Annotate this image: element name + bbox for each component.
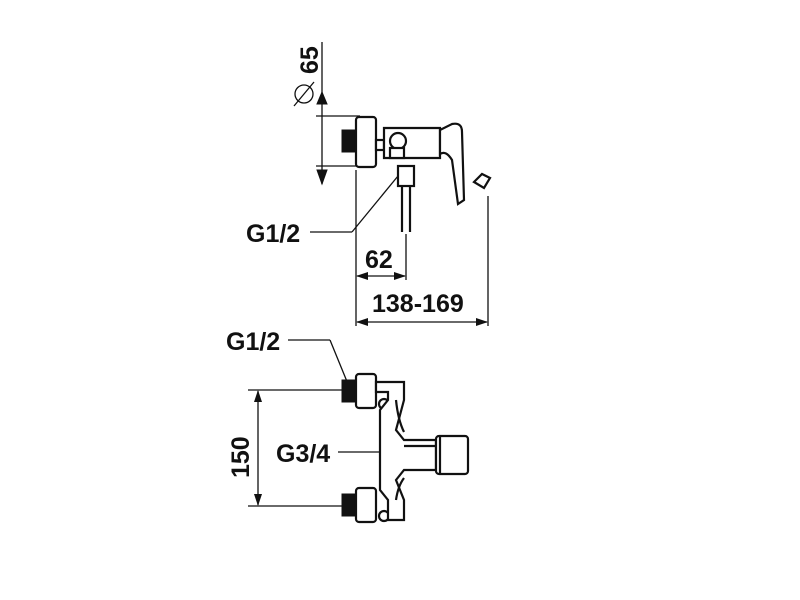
diameter-arrow-top [316, 90, 328, 105]
shower-connector-side [388, 131, 408, 151]
escutcheon-bottom [354, 486, 378, 524]
outlet-thread-callout: G3/4 [276, 440, 382, 468]
inlet-thread-front-label: G1/2 [226, 328, 280, 356]
lever-phantom-tip [472, 172, 492, 190]
lever-side [438, 122, 466, 206]
mixer-body-front [374, 380, 438, 522]
center-distance-dimension: 150 [227, 389, 352, 507]
projection-range-dimension: 138-169 [356, 196, 489, 326]
outlet-nut-side [396, 164, 416, 188]
front-view: 150 G1/2 G3/4 [226, 328, 470, 524]
projection-range-label: 138-169 [372, 290, 464, 318]
inlet-thread-side-callout: G1/2 [246, 175, 399, 248]
diameter-symbol [293, 81, 315, 107]
inlet-nut-bottom [341, 493, 357, 517]
inlet-front-leader-diagonal [329, 339, 349, 385]
connector-block-side [388, 146, 406, 160]
inner-contour-top [394, 399, 405, 433]
faucet-side-body [341, 115, 492, 232]
inlet-thread-front-callout: G1/2 [226, 328, 349, 385]
side-view: 65 G1/2 [246, 42, 492, 326]
connector-side [374, 138, 386, 152]
projection-label: 62 [365, 246, 393, 274]
inner-contour-bottom [394, 477, 405, 501]
diameter-dimension: 65 [293, 42, 360, 186]
escutcheon-top [354, 372, 378, 410]
inlet-nut-side [341, 129, 357, 153]
projection-dimension: 62 [355, 170, 407, 326]
escutcheon-side [354, 115, 378, 169]
inlet-nut-top [341, 379, 357, 403]
inlet-thread-side-label: G1/2 [246, 220, 300, 248]
diameter-label: 65 [296, 46, 324, 74]
diameter-arrow-bottom [316, 169, 328, 186]
inlet-side-leader-diagonal [351, 175, 399, 233]
cartridge-housing-front [434, 434, 470, 476]
faucet-front-body [341, 372, 470, 524]
center-distance-label: 150 [227, 436, 255, 478]
outlet-thread-label: G3/4 [276, 440, 330, 468]
